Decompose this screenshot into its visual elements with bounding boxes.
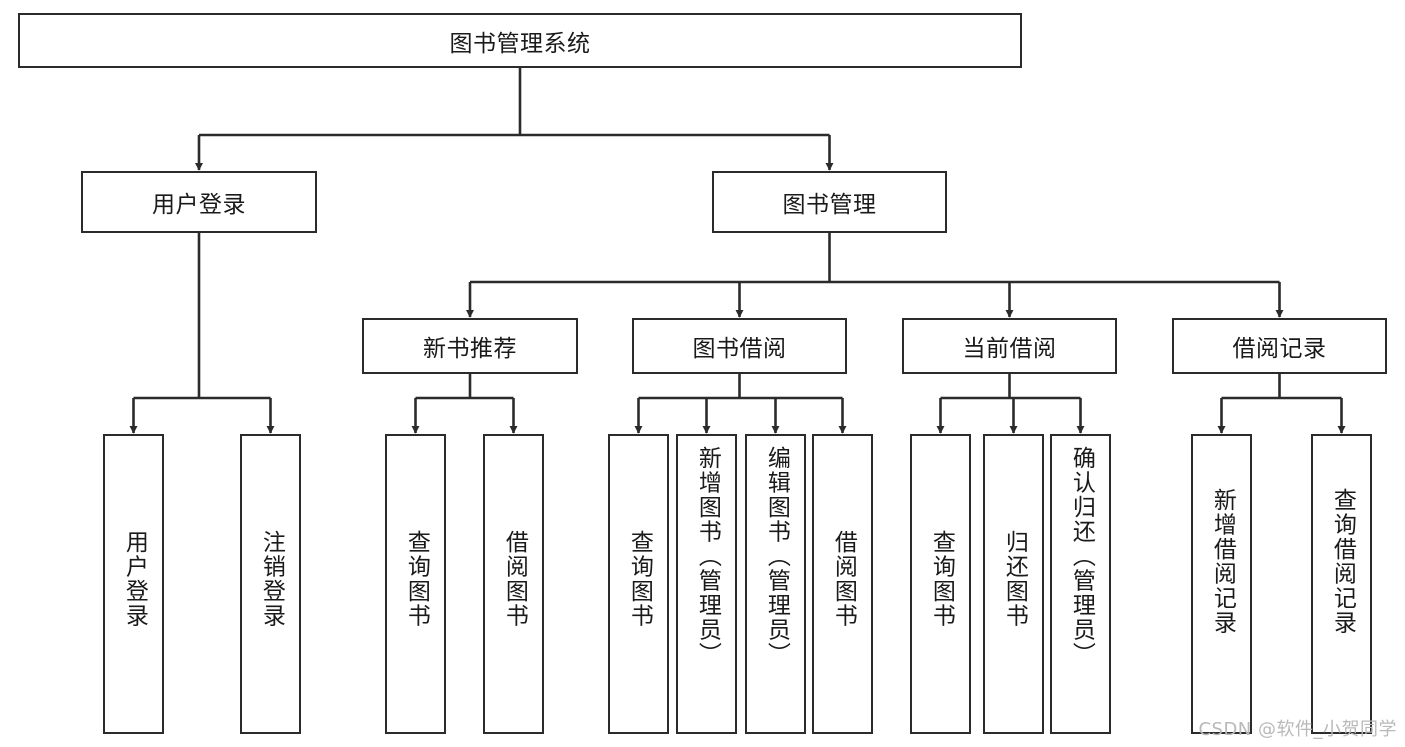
leaf-label: 查询借阅记录	[1329, 488, 1356, 635]
leaf-borrow-book[interactable]: 借阅图书	[812, 434, 873, 734]
node-borrowing-records[interactable]: 借阅记录	[1172, 318, 1387, 374]
leaf-add-borrow-record[interactable]: 新增借阅记录	[1191, 434, 1252, 734]
leaf-label: 用户登录	[121, 530, 148, 628]
leaf-logout[interactable]: 注销登录	[240, 434, 301, 734]
leaf-confirm-return[interactable]: 确认归还（管理员）	[1050, 434, 1111, 734]
leaf-edit-book[interactable]: 编辑图书（管理员）	[745, 434, 806, 734]
leaf-query-book-current[interactable]: 查询图书	[910, 434, 971, 734]
leaf-label: 查询图书	[928, 530, 955, 628]
leaf-query-book-rec[interactable]: 查询图书	[385, 434, 446, 734]
node-user-login[interactable]: 用户登录	[81, 171, 317, 233]
leaf-user-login[interactable]: 用户登录	[103, 434, 164, 734]
node-book-borrowing[interactable]: 图书借阅	[632, 318, 847, 374]
leaf-add-book[interactable]: 新增图书（管理员）	[676, 434, 737, 734]
leaf-label: 借阅图书	[501, 530, 528, 628]
leaf-label: 确认归还（管理员）	[1068, 446, 1095, 667]
leaf-query-book-borrow[interactable]: 查询图书	[608, 434, 669, 734]
leaf-label: 借阅图书	[830, 530, 857, 628]
node-current-borrowing[interactable]: 当前借阅	[902, 318, 1117, 374]
leaf-label: 归还图书	[1001, 530, 1028, 628]
leaf-query-borrow-record[interactable]: 查询借阅记录	[1311, 434, 1372, 734]
leaf-label: 注销登录	[258, 530, 285, 628]
leaf-return-book[interactable]: 归还图书	[983, 434, 1044, 734]
leaf-label: 查询图书	[626, 530, 653, 628]
leaf-label: 编辑图书（管理员）	[763, 446, 790, 667]
leaf-label: 查询图书	[403, 530, 430, 628]
leaf-label: 新增图书（管理员）	[694, 446, 721, 667]
leaf-borrow-book-rec[interactable]: 借阅图书	[483, 434, 544, 734]
leaf-label: 新增借阅记录	[1209, 488, 1236, 635]
node-book-management[interactable]: 图书管理	[712, 171, 947, 233]
node-new-book-recommendation[interactable]: 新书推荐	[362, 318, 578, 374]
csdn-watermark: CSDN @软件_小贺同学	[1198, 719, 1397, 740]
node-root-system[interactable]: 图书管理系统	[18, 13, 1022, 68]
